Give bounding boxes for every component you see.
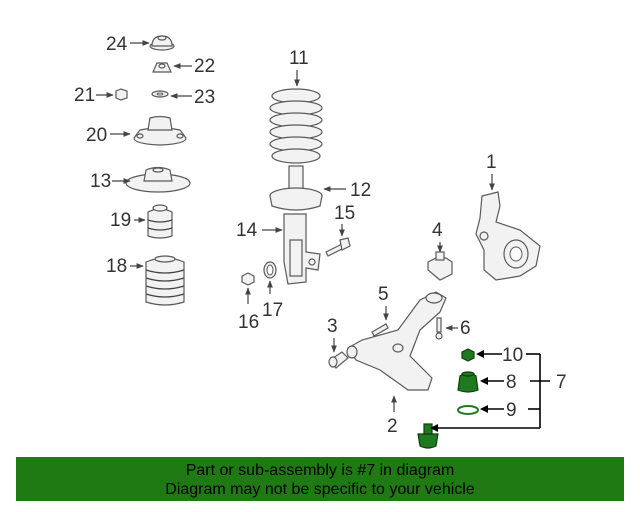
callout-10: 10 [502, 345, 523, 366]
callout-21: 21 [74, 85, 95, 106]
callout-22: 22 [194, 56, 215, 77]
part-14-strut[interactable] [283, 213, 321, 285]
callout-23: 23 [194, 87, 215, 108]
part-20-strut-mount[interactable] [133, 115, 187, 146]
part-11-coil-spring[interactable] [269, 88, 323, 164]
part-10-nut[interactable] [461, 348, 475, 362]
part-24-cap[interactable] [149, 35, 175, 51]
part-3-bushing[interactable] [328, 351, 349, 369]
part-18-dust-boot[interactable] [145, 255, 185, 306]
callout-7: 7 [556, 372, 567, 393]
notice-banner: Part or sub-assembly is #7 in diagram Di… [16, 457, 624, 501]
part-21-nut[interactable] [115, 88, 128, 101]
callout-12: 12 [350, 180, 371, 201]
callout-2: 2 [387, 416, 398, 437]
callout-14: 14 [236, 220, 258, 241]
callout-9: 9 [506, 400, 517, 421]
part-7-ball-joint[interactable] [417, 423, 439, 449]
banner-line-2: Diagram may not be specific to your vehi… [165, 481, 475, 498]
callout-4: 4 [432, 220, 443, 241]
part-4-bushing[interactable] [427, 251, 453, 281]
part-8-ball-joint-boot[interactable] [457, 371, 479, 393]
callout-8: 8 [506, 372, 517, 393]
part-23-washer[interactable] [151, 90, 169, 98]
part-15-bolt[interactable] [325, 237, 351, 257]
part-6-pin[interactable] [435, 317, 443, 340]
part-17-washer[interactable] [263, 261, 277, 279]
callout-7-bracket [526, 353, 550, 428]
banner-line-1: Part or sub-assembly is #7 in diagram [185, 462, 455, 479]
callout-5: 5 [378, 284, 389, 305]
callout-13: 13 [90, 171, 111, 192]
callout-19: 19 [110, 210, 131, 231]
callout-1: 1 [486, 152, 497, 173]
callout-15: 15 [334, 203, 355, 224]
callout-20: 20 [86, 125, 107, 146]
parts-diagram: 24 22 23 21 20 13 19 [74, 34, 567, 449]
callout-11: 11 [289, 48, 309, 69]
part-19-bumper[interactable] [147, 204, 173, 239]
callout-24: 24 [106, 34, 128, 55]
part-16-nut[interactable] [241, 272, 255, 286]
part-9-retaining-ring[interactable] [457, 405, 479, 415]
part-2-control-arm[interactable] [346, 291, 447, 391]
part-5-bolt[interactable] [371, 323, 389, 337]
callout-17: 17 [262, 300, 283, 321]
part-22-nut[interactable] [152, 62, 172, 73]
callout-16: 16 [238, 312, 259, 333]
callout-6: 6 [460, 318, 471, 339]
part-1-knuckle[interactable] [475, 191, 541, 281]
part-12-spring-seat[interactable] [269, 165, 323, 211]
callout-3: 3 [327, 316, 338, 337]
part-13-bearing[interactable] [125, 166, 191, 193]
callout-18: 18 [106, 256, 127, 277]
